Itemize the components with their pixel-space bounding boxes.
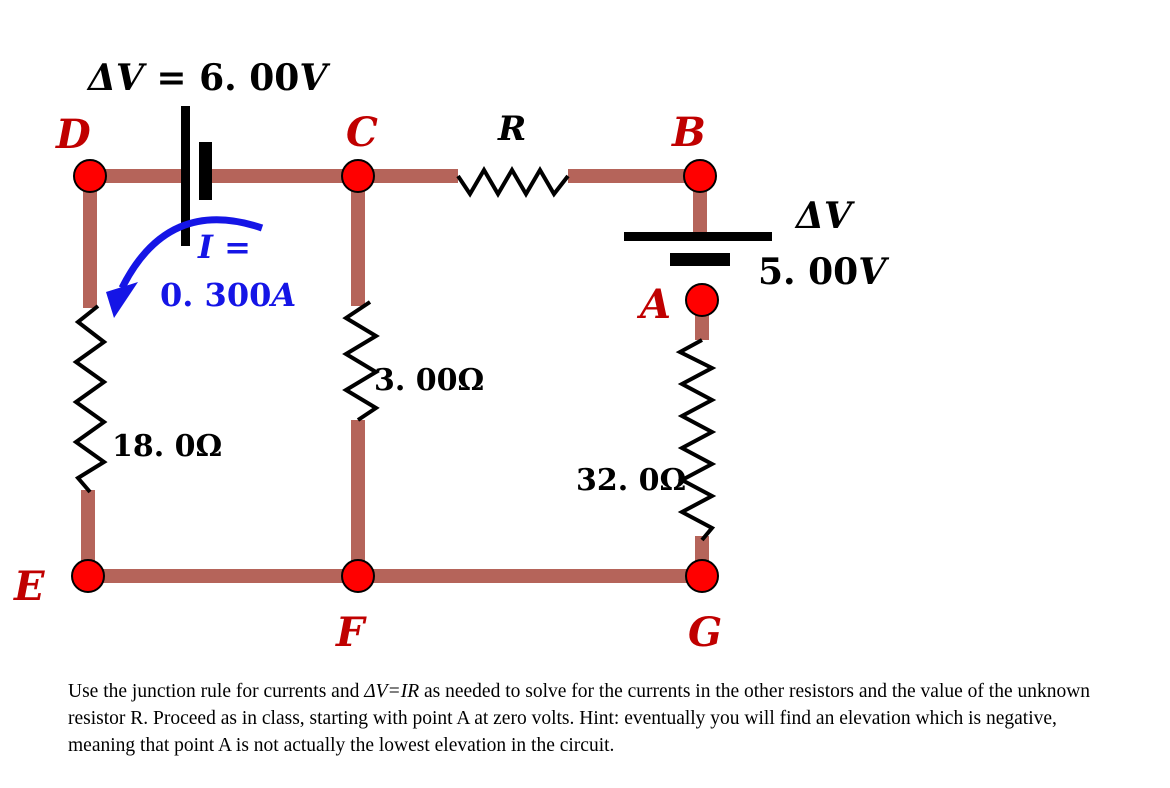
resistor-middle: [342, 300, 380, 422]
battery-right-label-unit: V: [858, 251, 889, 293]
battery-top-long-plate: [181, 106, 190, 246]
current-label-var: I: [197, 228, 214, 266]
instructions-paragraph: Use the junction rule for currents and Δ…: [68, 678, 1128, 759]
resistor-left: [72, 304, 108, 494]
node-label-a: A: [636, 281, 671, 328]
battery-top: [181, 106, 212, 246]
current-arrow: [106, 216, 264, 318]
node-label-d: D: [55, 111, 91, 158]
node-label-b: B: [671, 109, 706, 156]
battery-top-label-eq: =: [144, 57, 199, 99]
battery-right-label-line2: 5. 00V: [758, 251, 889, 293]
current-label-line2: 0. 300A: [160, 276, 296, 314]
node-d: [73, 159, 107, 193]
battery-right-long-plate: [624, 232, 772, 241]
nodes: [71, 159, 719, 593]
node-b: [683, 159, 717, 193]
battery-right: [624, 232, 772, 266]
current-label-eq: =: [213, 228, 251, 266]
instructions-text: Use the junction rule for currents and Δ…: [68, 678, 1128, 759]
current-label-line1: I =: [197, 228, 251, 266]
battery-top-label-value: 6. 00: [199, 57, 299, 99]
node-a: [685, 283, 719, 317]
battery-right-label-line1: ΔV: [794, 195, 855, 237]
battery-top-label-prefix: ΔV: [86, 57, 147, 99]
node-f: [341, 559, 375, 593]
battery-right-label-value: 5. 00: [758, 251, 858, 293]
node-c: [341, 159, 375, 193]
resistor-r: [456, 166, 570, 198]
instructions-pre: Use the junction rule for currents and: [68, 681, 365, 702]
current-label-unit: A: [268, 276, 296, 314]
node-label-f: F: [335, 609, 367, 656]
resistor-r-label: R: [497, 109, 526, 149]
resistor-right: [675, 338, 717, 542]
battery-top-label: ΔV = 6. 00V: [86, 57, 330, 99]
node-label-g: G: [688, 609, 722, 656]
node-label-e: E: [13, 563, 45, 610]
node-e: [71, 559, 105, 593]
resistor-left-label: 18. 0Ω: [112, 429, 222, 464]
resistor-right-label: 32. 0Ω: [576, 463, 686, 498]
battery-top-short-plate: [199, 142, 212, 200]
battery-top-label-unit: V: [299, 57, 330, 99]
instructions-formula: ΔV=IR: [364, 681, 420, 702]
node-g: [685, 559, 719, 593]
node-label-c: C: [346, 109, 378, 156]
battery-right-short-plate: [670, 253, 730, 266]
resistor-middle-label: 3. 00Ω: [374, 363, 484, 398]
current-label-value: 0. 300: [160, 276, 271, 314]
instructions-post: as needed to solve for the currents in t…: [68, 681, 1091, 756]
